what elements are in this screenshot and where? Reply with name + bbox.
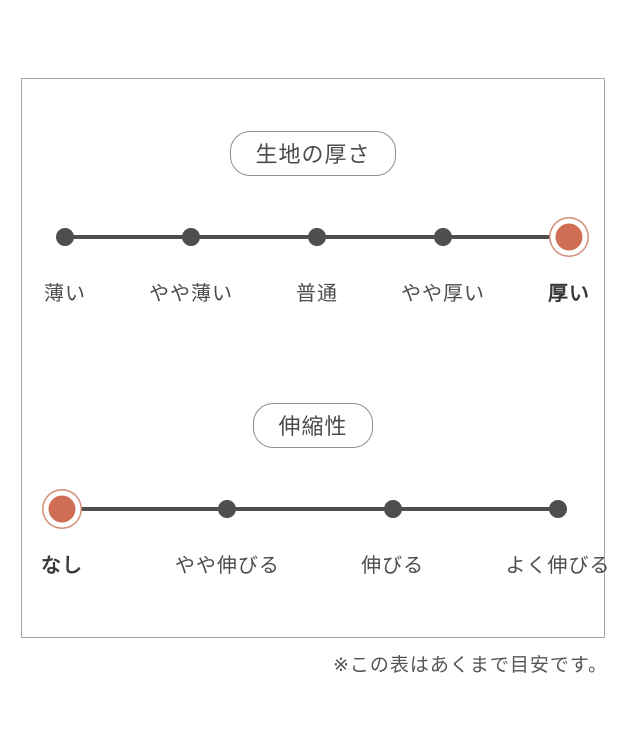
scale-label: よく伸びる (505, 555, 611, 577)
scale-title-pill: 伸縮性 (253, 403, 373, 448)
disclaimer-note: ※この表はあくまで目安です。 (332, 655, 608, 676)
scale-title: 生地の厚さ (255, 142, 371, 167)
scale-dot-selected (555, 223, 583, 251)
scale-label: 厚い (548, 283, 590, 305)
scale-dot (383, 500, 402, 518)
scale-dot (308, 228, 326, 246)
scale-dot (434, 228, 452, 246)
scale-label: 薄い (44, 283, 86, 305)
scale-dot (218, 500, 237, 518)
scale-label: やや薄い (149, 283, 233, 305)
scale-label: 普通 (296, 283, 338, 305)
scale-label: やや厚い (401, 283, 485, 305)
scale-dot (549, 500, 567, 518)
scale-title: 伸縮性 (278, 414, 348, 439)
scale-labels: なし やや伸びる 伸びる よく伸びる (41, 549, 610, 577)
scale-label: やや伸びる (174, 555, 280, 577)
scale-label: なし (41, 555, 83, 577)
scale-label: 伸びる (361, 555, 425, 577)
rating-scale: 伸縮性 なし やや伸びる 伸びる よく伸びる (22, 403, 610, 577)
scale-line (62, 507, 558, 511)
scale-dot-selected (48, 495, 76, 523)
scale-dot (56, 228, 74, 246)
rating-scale: 生地の厚さ 薄い やや薄い 普通 やや厚い 厚い (22, 131, 604, 305)
guide-frame: 生地の厚さ 薄い やや薄い 普通 やや厚い 厚い 伸縮性 なし やや伸びる 伸びる よく伸びる (21, 78, 610, 638)
scale-dot (182, 228, 200, 246)
scale-title-pill: 生地の厚さ (230, 131, 396, 176)
scale-labels: 薄い やや薄い 普通 やや厚い 厚い (44, 277, 589, 305)
